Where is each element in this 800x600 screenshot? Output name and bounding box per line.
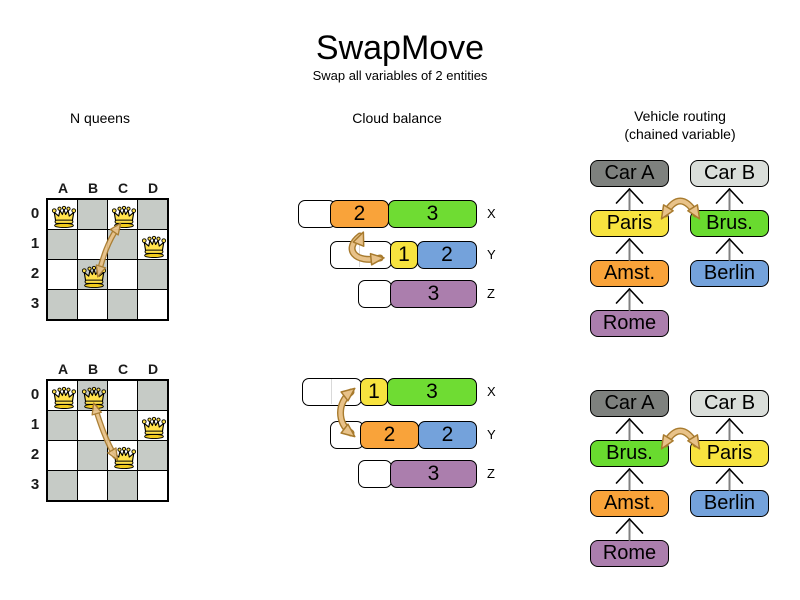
process-segment: 3 [387, 378, 477, 406]
chain-connector [615, 187, 744, 311]
vehicle-node: Car B [690, 160, 769, 187]
queen-icon [51, 205, 77, 229]
page-title: SwapMove [315, 29, 485, 67]
vehicle-node: Car A [590, 160, 669, 187]
queen-icon [111, 205, 137, 229]
queen-icon [141, 416, 167, 440]
vehicle-subheader: (chained variable) [624, 126, 736, 142]
col-letter: A [57, 180, 69, 196]
process-segment: 1 [360, 378, 388, 406]
vehicle-node: Car A [590, 390, 669, 417]
nqueens-header: N queens [70, 110, 130, 126]
chessboard-after [46, 379, 169, 502]
computer-free-space [302, 378, 362, 406]
vehicle-node: Amst. [590, 260, 669, 287]
vehicle-node: Berlin [690, 490, 769, 517]
col-letter: C [117, 361, 129, 377]
col-letter: B [87, 180, 99, 196]
vehicle-node: Car B [690, 390, 769, 417]
process-segment: 2 [330, 200, 389, 228]
row-number: 2 [30, 446, 40, 463]
computer-label: X [487, 384, 496, 399]
queen-icon [111, 446, 137, 470]
page-subtitle: Swap all variables of 2 entities [312, 68, 488, 83]
computer-label: Z [487, 286, 495, 301]
vehicle-node: Brus. [590, 440, 669, 467]
process-segment: 3 [388, 200, 477, 228]
vehicle-node: Rome [590, 310, 669, 337]
vehicle-node: Paris [690, 440, 769, 467]
row-number: 1 [30, 235, 40, 252]
computer-label: Y [487, 427, 496, 442]
col-letter: A [57, 361, 69, 377]
queen-icon [81, 386, 107, 410]
row-number: 2 [30, 265, 40, 282]
process-segment: 1 [390, 241, 418, 269]
col-letter: C [117, 180, 129, 196]
computer-label: Y [487, 247, 496, 262]
computer-free-space [358, 460, 392, 488]
computer-label: Z [487, 466, 495, 481]
vehicle-node: Brus. [690, 210, 769, 237]
vehicle-node: Rome [590, 540, 669, 567]
ghost-divider [359, 242, 360, 267]
row-number: 3 [30, 295, 40, 312]
row-number: 3 [30, 476, 40, 493]
col-letter: B [87, 361, 99, 377]
computer-free-space [330, 241, 392, 269]
computer-free-space [330, 421, 364, 449]
chain-connector [615, 417, 744, 541]
row-number: 1 [30, 416, 40, 433]
vehicle-header: Vehicle routing [634, 108, 726, 124]
col-letter: D [147, 180, 159, 196]
vehicle-node: Paris [590, 210, 669, 237]
row-number: 0 [30, 205, 40, 222]
process-segment: 2 [417, 241, 477, 269]
row-number: 0 [30, 386, 40, 403]
queen-icon [51, 386, 77, 410]
process-segment: 3 [390, 280, 477, 308]
col-letter: D [147, 361, 159, 377]
process-segment: 2 [418, 421, 477, 449]
ghost-divider [331, 379, 332, 404]
process-segment: 3 [390, 460, 477, 488]
computer-free-space [298, 200, 336, 228]
vehicle-node: Berlin [690, 260, 769, 287]
queen-icon [141, 235, 167, 259]
chessboard-before [46, 198, 169, 321]
cloud-header: Cloud balance [352, 110, 442, 126]
process-segment: 2 [360, 421, 419, 449]
queen-icon [81, 265, 107, 289]
computer-label: X [487, 206, 496, 221]
computer-free-space [358, 280, 392, 308]
vehicle-node: Amst. [590, 490, 669, 517]
